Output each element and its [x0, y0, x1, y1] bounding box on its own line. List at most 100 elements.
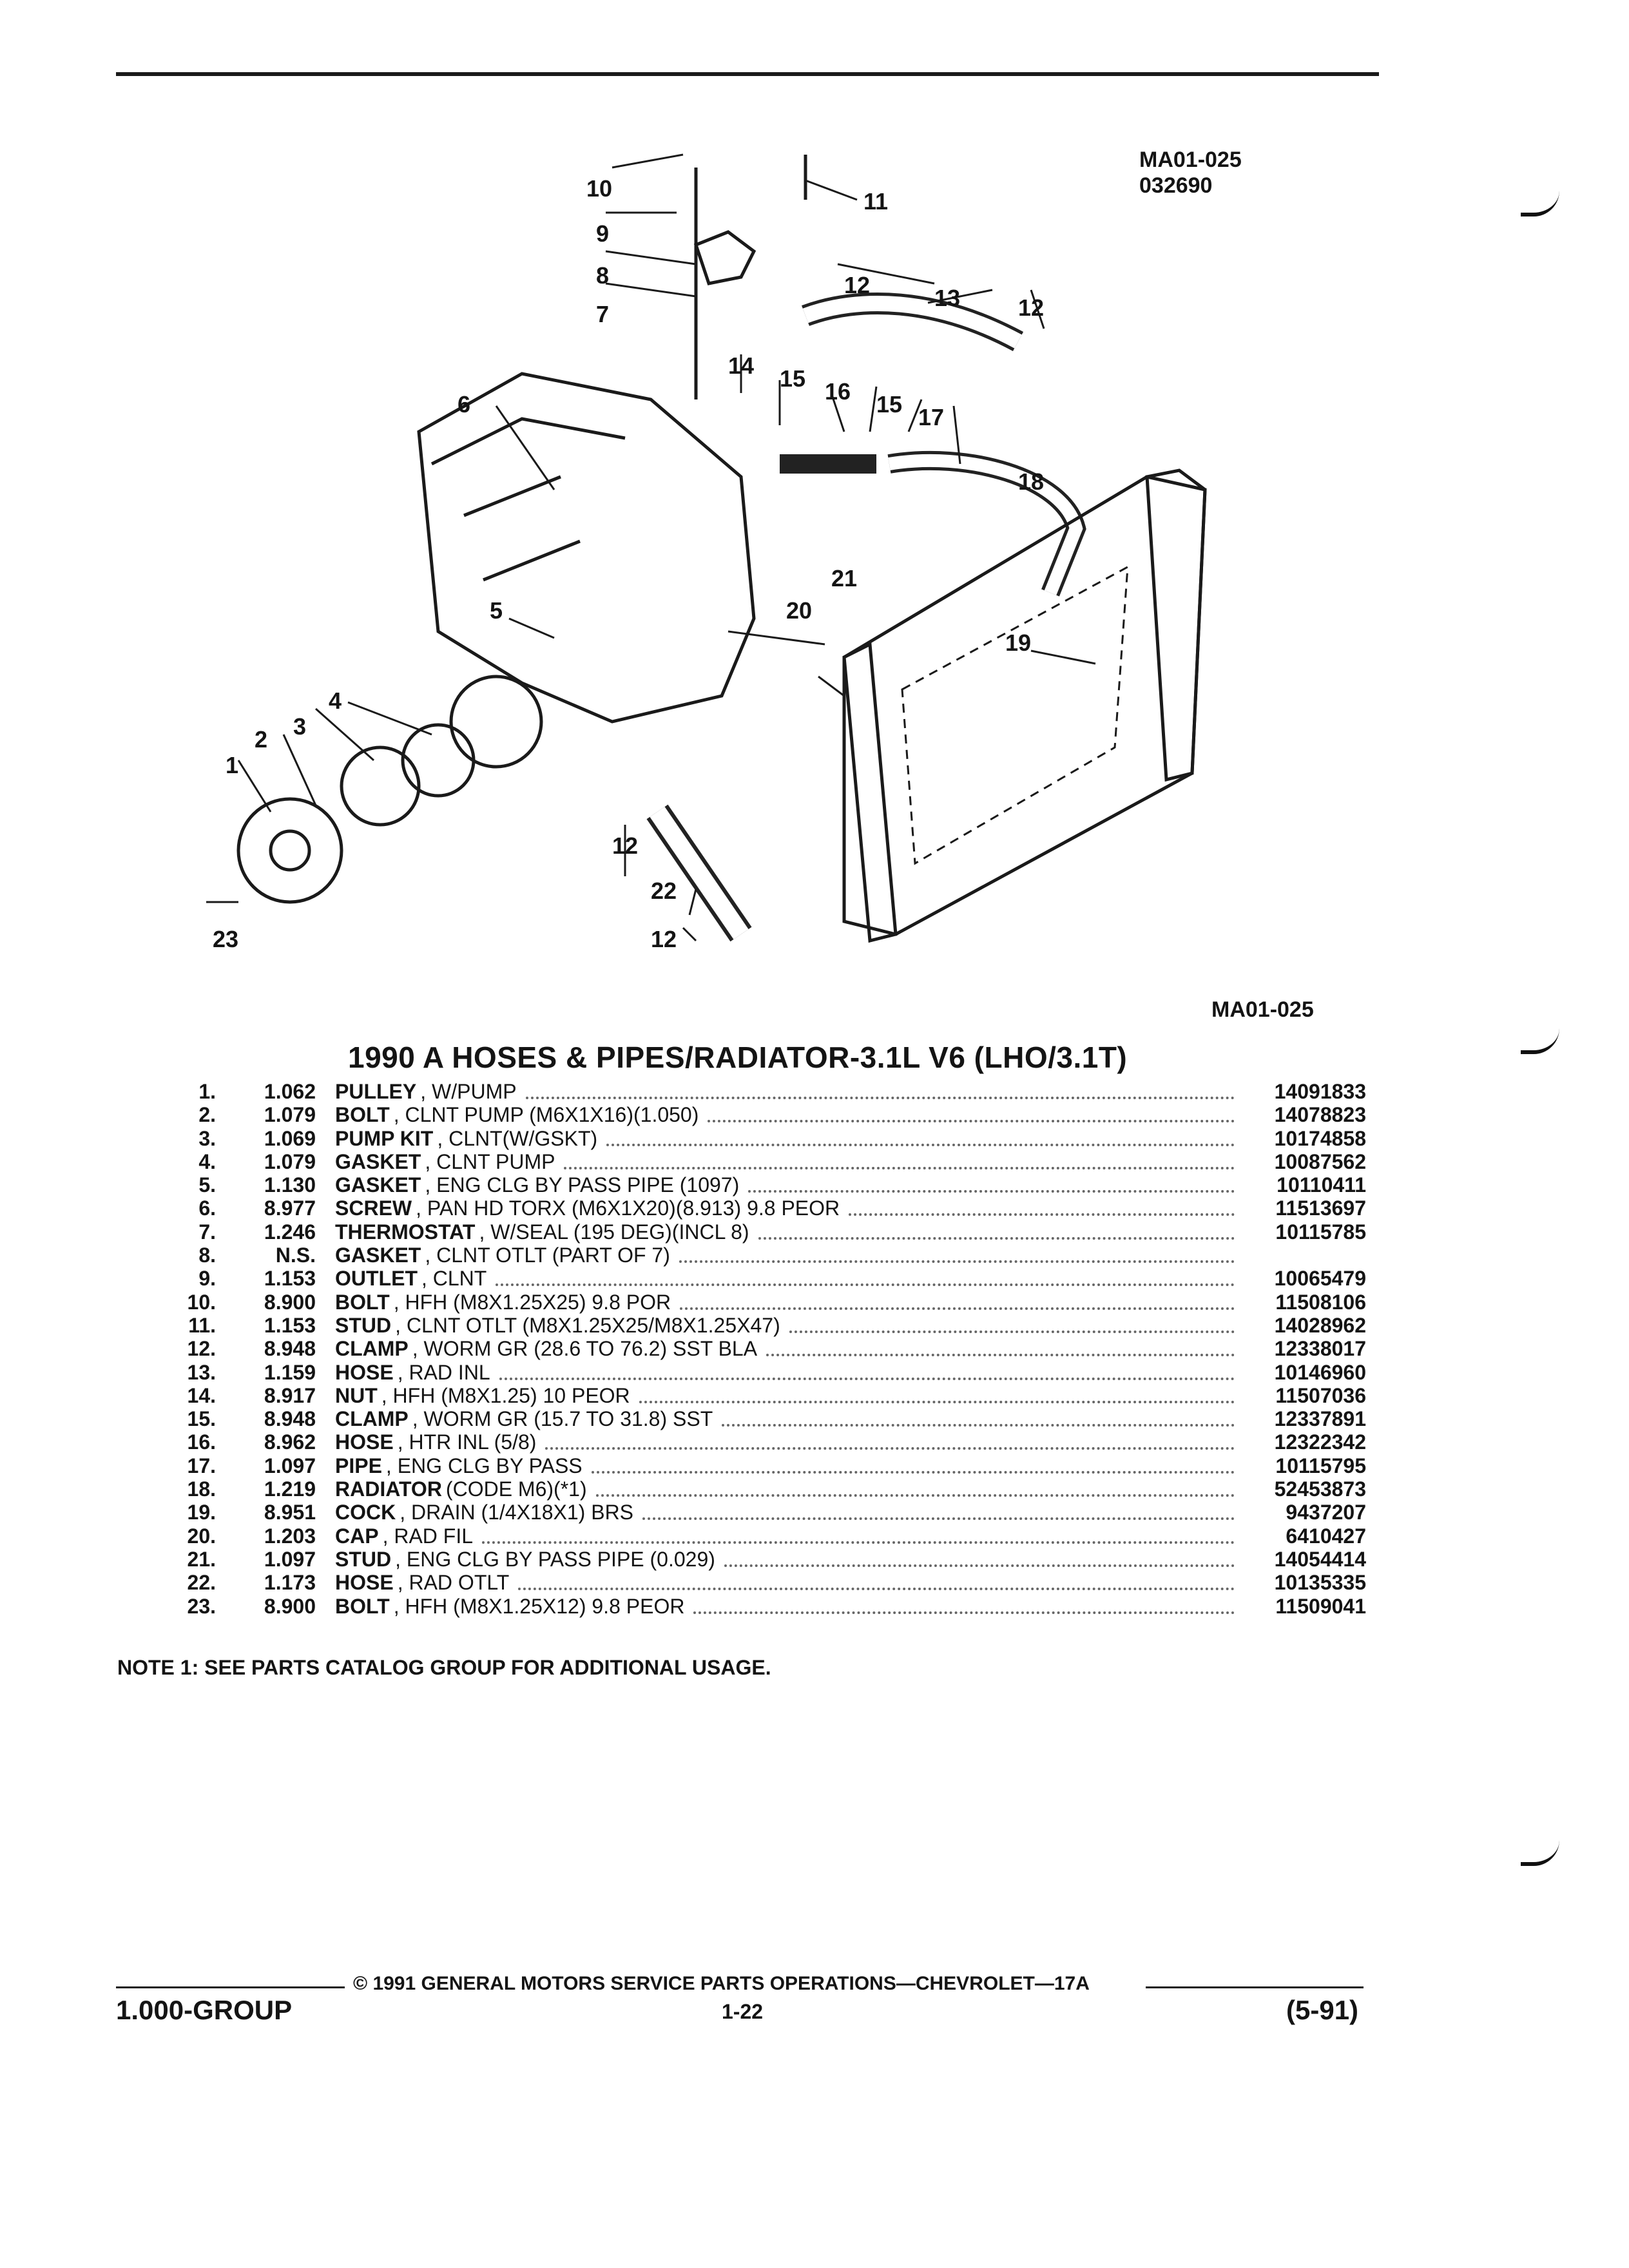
part-name: PUMP KIT: [335, 1126, 434, 1150]
binder-mark: [1521, 187, 1559, 216]
part-code: 1.079: [264, 1149, 316, 1173]
part-detail: (CODE M6)(*1): [445, 1477, 587, 1501]
part-pn: 10110411: [1277, 1173, 1366, 1197]
dot-leader: [758, 1220, 1235, 1240]
part-number: 13.: [187, 1360, 216, 1384]
part-pn: 10146960: [1274, 1360, 1366, 1384]
part-code: 8.900: [264, 1290, 316, 1314]
callout: 9: [596, 220, 609, 247]
part-pn: 9437207: [1286, 1501, 1366, 1524]
part-detail: , WORM GR (28.6 TO 76.2) SST BLA: [412, 1337, 758, 1361]
callout: 18: [1018, 468, 1044, 495]
part-pn: 11513697: [1275, 1196, 1366, 1220]
part-code: 1.069: [264, 1126, 316, 1150]
part-number: 19.: [187, 1501, 216, 1524]
callout: 12: [844, 272, 870, 298]
part-code: 1.153: [264, 1313, 316, 1337]
binder-mark: [1521, 1024, 1559, 1054]
dot-leader: [482, 1524, 1235, 1544]
diagram-callouts: 10 11 9 8 7 12 13 12 14 15 16 15 17 18 6…: [213, 175, 1044, 952]
figure-date-code: 032690: [1139, 173, 1213, 198]
part-number: 10.: [187, 1290, 216, 1314]
part-detail: , CLNT PUMP (M6X1X16)(1.050): [393, 1103, 699, 1127]
dot-leader: [680, 1291, 1235, 1310]
part-detail: , ENG CLG BY PASS PIPE (1097): [425, 1173, 740, 1197]
part-detail: , ENG CLG BY PASS PIPE (0.029): [395, 1547, 715, 1571]
part-detail: , HTR INL (5/8): [397, 1430, 537, 1454]
part-detail: , RAD FIL: [382, 1524, 474, 1548]
callout: 23: [213, 926, 238, 952]
part-number: 21.: [187, 1547, 216, 1571]
part-name: CAP: [335, 1524, 379, 1548]
dot-leader: [518, 1571, 1235, 1591]
part-name: HOSE: [335, 1360, 394, 1384]
part-detail: , CLNT OTLT (M8X1.25X25/M8X1.25X47): [395, 1313, 780, 1337]
part-number: 8.: [198, 1244, 216, 1267]
callout: 10: [586, 175, 612, 202]
part-detail: , CLNT OTLT (PART OF 7): [425, 1244, 670, 1267]
part-pn: 10065479: [1274, 1267, 1366, 1291]
part-name: NUT: [335, 1383, 378, 1407]
part-detail: , CLNT: [421, 1267, 487, 1291]
part-row: 2. 1.079 BOLT, CLNT PUMP (M6X1X16)(1.050…: [148, 1103, 1373, 1126]
callout: 17: [918, 404, 944, 430]
part-name: PULLEY: [335, 1080, 417, 1103]
page-number: 1-22: [722, 2000, 764, 2023]
part-code: 1.219: [264, 1477, 316, 1501]
part-row: 10. 8.900 BOLT, HFH (M8X1.25X25) 9.8 POR…: [148, 1291, 1373, 1314]
part-name: HOSE: [335, 1571, 394, 1595]
part-number: 14.: [187, 1383, 216, 1407]
part-code: 8.977: [264, 1196, 316, 1220]
part-number: 3.: [198, 1126, 216, 1150]
part-pn: 10174858: [1274, 1126, 1366, 1150]
part-number: 15.: [187, 1407, 216, 1431]
part-detail: , DRAIN (1/4X18X1) BRS: [400, 1501, 634, 1524]
part-number: 11.: [188, 1313, 216, 1337]
callout: 11: [863, 188, 888, 215]
callout: 12: [612, 832, 638, 859]
part-pn: 11507036: [1275, 1383, 1366, 1407]
part-number: 6.: [198, 1196, 216, 1220]
usage-note: NOTE 1: SEE PARTS CATALOG GROUP FOR ADDI…: [117, 1656, 771, 1679]
part-pn: 6410427: [1286, 1524, 1366, 1548]
callout: 22: [651, 878, 677, 904]
part-pn: 14054414: [1274, 1547, 1366, 1571]
dot-leader: [606, 1127, 1235, 1146]
part-detail: , HFH (M8X1.25X25) 9.8 POR: [393, 1290, 671, 1314]
callout: 14: [728, 352, 754, 379]
exploded-parts-diagram: 10 11 9 8 7 12 13 12 14 15 16 15 17 18 6…: [206, 153, 1207, 952]
part-number: 5.: [198, 1173, 216, 1197]
callout: 12: [1018, 294, 1044, 321]
part-pn: 10115795: [1275, 1454, 1366, 1477]
part-row: 23. 8.900 BOLT, HFH (M8X1.25X12) 9.8 PEO…: [148, 1595, 1373, 1618]
part-number: 4.: [198, 1149, 216, 1173]
part-row: 11. 1.153 STUD, CLNT OTLT (M8X1.25X25/M8…: [148, 1314, 1373, 1337]
part-code: 8.917: [264, 1383, 316, 1407]
part-code: 1.097: [264, 1547, 316, 1571]
thermostat-outlet: [693, 230, 757, 285]
part-name: STUD: [335, 1547, 392, 1571]
part-number: 2.: [198, 1103, 216, 1127]
part-row: 12. 8.948 CLAMP, WORM GR (28.6 TO 76.2) …: [148, 1337, 1373, 1360]
callout: 4: [329, 687, 342, 714]
callout: 15: [780, 365, 805, 392]
part-name: OUTLET: [335, 1267, 418, 1291]
part-code: 1.159: [264, 1360, 316, 1384]
dot-leader: [525, 1080, 1235, 1099]
pump-kit: [340, 745, 421, 827]
dot-leader: [639, 1384, 1235, 1403]
pulley-inner: [269, 829, 311, 872]
dot-leader: [564, 1150, 1235, 1169]
dot-leader: [679, 1244, 1235, 1264]
dot-leader: [545, 1430, 1235, 1450]
dot-leader: [595, 1477, 1235, 1497]
dot-leader: [642, 1501, 1235, 1521]
copyright-line: © 1991 GENERAL MOTORS SERVICE PARTS OPER…: [353, 1973, 1090, 1994]
callout: 13: [934, 285, 960, 311]
callout: 5: [490, 597, 503, 624]
part-row: 15. 8.948 CLAMP, WORM GR (15.7 TO 31.8) …: [148, 1407, 1373, 1430]
